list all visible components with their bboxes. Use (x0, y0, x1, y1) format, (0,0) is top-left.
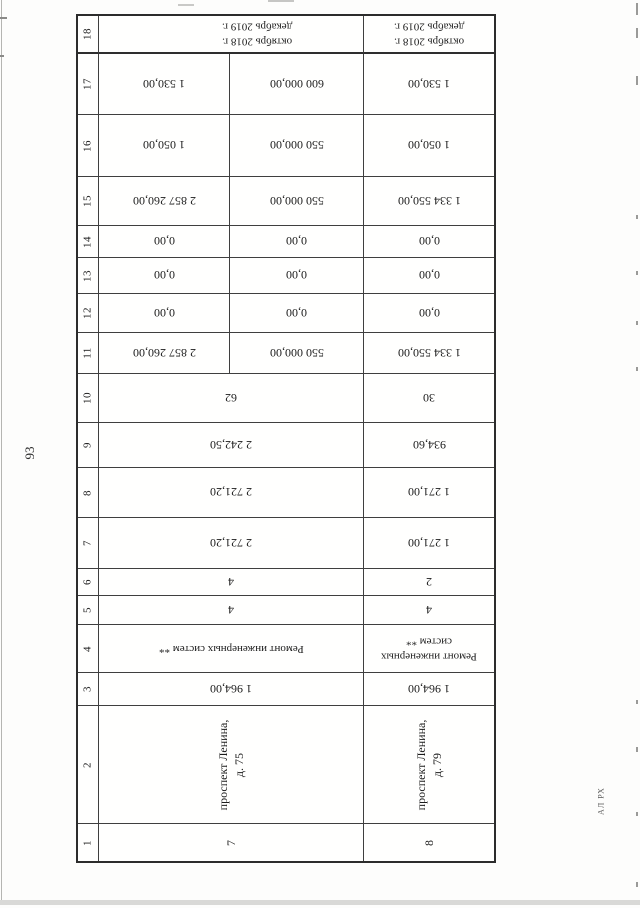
data-cell: октябрь 2018 г. декабрь 2019 г. (99, 16, 364, 54)
table-row: 2 проспект Ленина, д. 75 проспект Ленина… (78, 706, 494, 824)
scan-right-dash (636, 28, 638, 38)
data-cell: 0,00 (364, 258, 494, 294)
table-row: 6 4 2 (78, 569, 494, 596)
data-cell: 1 964,00 (99, 673, 364, 706)
data-cell: 1 050,00 (99, 115, 230, 177)
data-cell: 1 530,00 (99, 54, 230, 115)
column-number-cell: 9 (78, 423, 99, 468)
data-cell: 4 (99, 596, 364, 625)
column-number-cell: 1 (78, 824, 99, 861)
data-cell: 1 334 550,00 (364, 177, 494, 226)
table-row: 11 2 857 260,00 550 000,00 1 334 550,00 (78, 333, 494, 374)
column-number-cell: 7 (78, 518, 99, 569)
column-number-cell: 2 (78, 706, 99, 824)
data-cell: 600 000,00 (230, 54, 364, 115)
scan-tick (268, 0, 294, 2)
column-number-cell: 15 (78, 177, 99, 226)
scan-right-dash (636, 367, 638, 371)
table-row: 4 Ремонт инженерных систем ** Ремонт инж… (78, 625, 494, 673)
data-cell: 934,60 (364, 423, 494, 468)
data-cell: 4 (99, 569, 364, 596)
scan-right-dash (636, 812, 638, 816)
data-cell: 2 857 260,00 (99, 333, 230, 374)
scan-right-dash (636, 3, 638, 15)
data-cell: 1 964,00 (364, 673, 494, 706)
column-number-cell: 16 (78, 115, 99, 177)
data-cell: 0,00 (230, 258, 364, 294)
table-row: 17 1 530,00 600 000,00 1 530,00 (78, 54, 494, 115)
data-cell: 0,00 (364, 294, 494, 333)
data-cell: 550 000,00 (230, 115, 364, 177)
scan-right-dash (636, 76, 638, 85)
data-cell: 0,00 (230, 226, 364, 258)
data-cell: 2 (364, 569, 494, 596)
page-number: 93 (22, 446, 37, 460)
data-cell: 1 334 550,00 (364, 333, 494, 374)
table-row: 5 4 4 (78, 596, 494, 625)
scan-right-dash (636, 747, 638, 752)
scan-left-edge-line (1, 0, 2, 905)
data-cell: 2 242,50 (99, 423, 364, 468)
scan-right-dash (636, 271, 638, 275)
column-number-cell: 12 (78, 294, 99, 333)
column-number-cell: 5 (78, 596, 99, 625)
data-cell: 1 530,00 (364, 54, 494, 115)
table-row: 18 октябрь 2018 г. декабрь 2019 г. октяб… (78, 16, 494, 54)
data-cell: Ремонт инженерных систем ** (99, 625, 364, 673)
table-row: 13 0,00 0,00 0,00 (78, 258, 494, 294)
data-cell: октябрь 2018 г. декабрь 2019 г. (364, 16, 494, 54)
scan-tick (0, 55, 4, 57)
scan-tick (0, 17, 7, 19)
data-cell: 550 000,00 (230, 177, 364, 226)
data-cell: проспект Ленина, д. 79 (364, 706, 494, 824)
column-number-cell: 10 (78, 374, 99, 423)
data-cell: 62 (99, 374, 364, 423)
data-cell: 1 050,00 (364, 115, 494, 177)
data-cell: 8 (421, 839, 436, 846)
table-row: 7 2 721,20 1 271,00 (78, 518, 494, 569)
table-row: 15 2 857 260,00 550 000,00 1 334 550,00 (78, 177, 494, 226)
data-cell: 0,00 (99, 294, 230, 333)
scan-right-dash (636, 700, 638, 704)
column-number-cell: 3 (78, 673, 99, 706)
data-cell: 0,00 (99, 226, 230, 258)
margin-note: АЛ РХ (596, 787, 606, 815)
column-number-cell: 11 (78, 333, 99, 374)
data-cell: 7 (99, 824, 364, 861)
column-number-cell: 8 (78, 468, 99, 518)
data-cell: проспект Ленина, д. 75 (99, 706, 364, 824)
column-number-cell: 18 (78, 16, 99, 54)
scan-right-dash (636, 882, 638, 887)
column-number-cell: 17 (78, 54, 99, 115)
table-row: 1 7 8 (78, 824, 494, 861)
table-row: 3 1 964,00 1 964,00 (78, 673, 494, 706)
table-row: 8 2 721,20 1 271,00 (78, 468, 494, 518)
data-cell: 30 (364, 374, 494, 423)
data-cell: 0,00 (230, 294, 364, 333)
table-row: 14 0,00 0,00 0,00 (78, 226, 494, 258)
table-row: 12 0,00 0,00 0,00 (78, 294, 494, 333)
scan-right-dash (636, 215, 638, 219)
data-cell: 1 271,00 (364, 518, 494, 569)
data-cell: Ремонт инженерных систем ** (364, 625, 494, 673)
data-cell: 0,00 (364, 226, 494, 258)
data-cell: 1 271,00 (364, 468, 494, 518)
data-cell: 2 857 260,00 (99, 177, 230, 226)
data-cell: 2 721,20 (99, 518, 364, 569)
scan-right-dash (636, 321, 638, 325)
scan-tick (178, 4, 194, 6)
data-cell: 2 721,20 (99, 468, 364, 518)
rotated-data-table: 18 октябрь 2018 г. декабрь 2019 г. октяб… (76, 14, 496, 863)
data-cell: 550 000,00 (230, 333, 364, 374)
scan-bottom-band (0, 900, 640, 905)
column-number-cell: 4 (78, 625, 99, 673)
column-number-cell: 14 (78, 226, 99, 258)
column-number-cell: 13 (78, 258, 99, 294)
table-row: 9 2 242,50 934,60 (78, 423, 494, 468)
column-number-cell: 6 (78, 569, 99, 596)
data-cell: 0,00 (99, 258, 230, 294)
data-cell: 4 (364, 596, 494, 625)
table-row: 16 1 050,00 550 000,00 1 050,00 (78, 115, 494, 177)
table-row: 10 62 30 (78, 374, 494, 423)
